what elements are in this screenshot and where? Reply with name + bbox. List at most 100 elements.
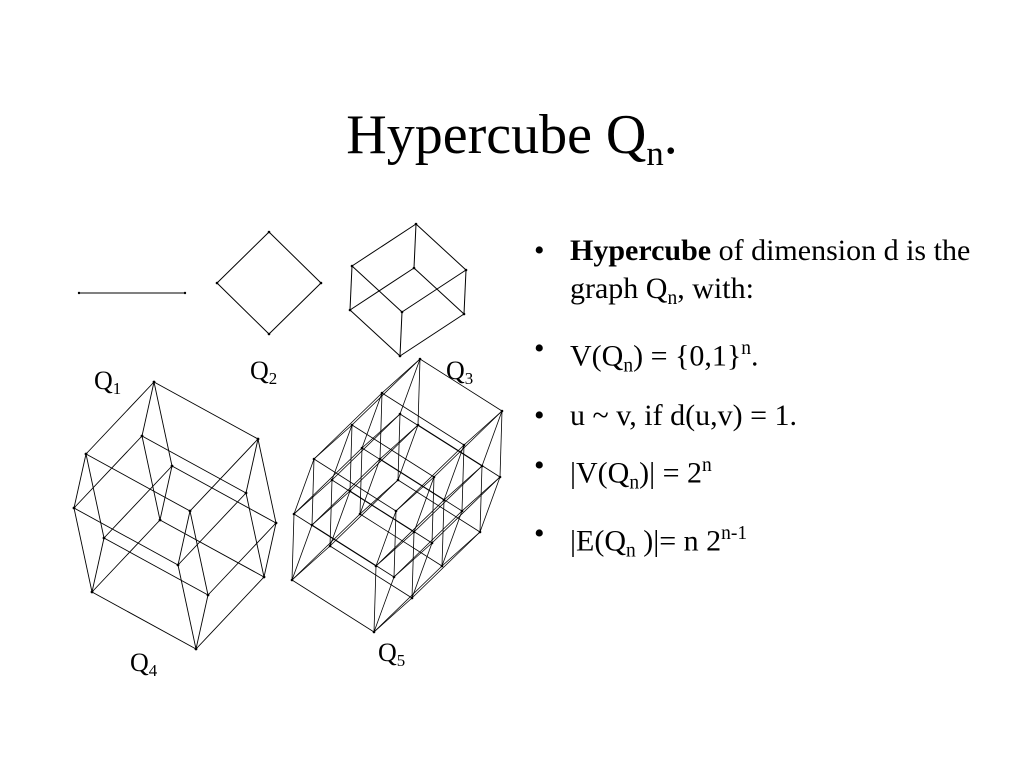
q3-edge xyxy=(401,269,467,313)
q5-edge xyxy=(351,358,421,426)
q5-edge xyxy=(397,424,419,481)
q3-vertex xyxy=(398,354,402,358)
q3-edge xyxy=(349,265,353,311)
q5-edge xyxy=(291,513,361,581)
q5-edge xyxy=(311,458,381,526)
label-q1-letter: Q xyxy=(94,366,113,395)
q5-vertex xyxy=(360,446,364,450)
q5-edge xyxy=(311,458,315,526)
bullet-edge-count-sup: n-1 xyxy=(721,522,748,544)
q3-edge xyxy=(351,265,403,313)
q5-edge xyxy=(329,479,399,547)
q4-vertex xyxy=(206,593,210,597)
q1-vertex xyxy=(77,291,81,295)
q3-edge xyxy=(349,267,415,311)
q5-vertex xyxy=(462,443,466,447)
q5-edge xyxy=(359,447,363,515)
graph-q1 xyxy=(77,291,187,295)
q2-edge xyxy=(268,231,322,284)
q4-vertex xyxy=(244,491,248,495)
q5-vertex xyxy=(460,509,464,513)
q5-edge xyxy=(399,358,421,415)
bullet-vertex-set-c: . xyxy=(751,339,759,373)
q5-edge xyxy=(349,424,419,492)
q5-edge xyxy=(461,444,465,512)
q5-vertex xyxy=(410,596,414,600)
q4-edge xyxy=(141,435,247,494)
label-q1: Q1 xyxy=(94,366,121,404)
q5-vertex xyxy=(372,630,376,634)
q5-edge xyxy=(499,410,503,478)
q5-edge xyxy=(413,476,435,533)
q5-vertex xyxy=(478,530,482,534)
q2-vertex xyxy=(267,230,271,234)
q5-edge xyxy=(311,524,395,578)
bullet-edge-count-a: |E(Q xyxy=(570,524,626,558)
q5-edge xyxy=(393,510,397,578)
q4-edge xyxy=(73,453,87,509)
q5-edge xyxy=(441,499,445,567)
q4-edge xyxy=(195,576,265,650)
q5-vertex xyxy=(498,475,502,479)
q3-edge xyxy=(399,311,403,357)
q5-edge xyxy=(441,510,463,567)
q4-edge xyxy=(153,381,259,440)
bullet-definition: Hypercube of dimension d is the graph Qn… xyxy=(532,232,972,318)
q4-vertex xyxy=(158,518,162,522)
q5-edge xyxy=(313,458,397,512)
q5-edge xyxy=(431,476,435,544)
q2-vertex xyxy=(267,332,271,336)
q4-edge xyxy=(85,381,155,455)
q2-vertex xyxy=(215,281,219,285)
q4-edge xyxy=(73,507,93,593)
q5-edge xyxy=(381,392,465,446)
graph-q4 xyxy=(72,380,278,651)
q4-edge xyxy=(189,510,209,596)
q4-edge xyxy=(257,438,277,524)
q4-edge xyxy=(177,510,191,566)
q5-edge xyxy=(291,579,375,633)
q5-vertex xyxy=(500,409,504,413)
bullet-edge-count-b: )|= n 2 xyxy=(635,524,722,558)
q2-edge xyxy=(216,231,270,284)
q4-edge xyxy=(85,453,105,539)
q4-edge xyxy=(245,438,259,494)
q5-edge xyxy=(417,424,501,478)
q4-edge xyxy=(177,492,247,566)
q4-edge xyxy=(171,465,277,524)
q4-edge xyxy=(141,381,155,437)
q4-edge xyxy=(245,492,265,578)
q5-edge xyxy=(373,565,377,633)
q4-edge xyxy=(91,519,161,593)
label-q3-index: 3 xyxy=(464,369,474,389)
q5-edge xyxy=(481,410,503,467)
q5-edge xyxy=(411,531,481,599)
bullet-vertex-count-b: )| = 2 xyxy=(639,457,702,491)
q3-edge xyxy=(415,223,467,271)
q5-vertex xyxy=(418,357,422,361)
q4-vertex xyxy=(170,464,174,468)
q4-edge xyxy=(73,435,143,509)
label-q2: Q2 xyxy=(250,356,277,394)
q5-edge xyxy=(379,458,463,512)
label-q2-index: 2 xyxy=(268,369,278,389)
q5-vertex xyxy=(380,391,384,395)
q5-vertex xyxy=(348,489,352,493)
q5-edge xyxy=(375,510,397,567)
q5-edge xyxy=(397,413,401,481)
q4-edge xyxy=(91,591,197,650)
label-q5-index: 5 xyxy=(396,651,406,671)
q4-edge xyxy=(263,522,277,578)
q3-edge xyxy=(413,267,465,315)
bullet-vertex-count-sup: n xyxy=(702,455,712,477)
bullet-adjacency-text: u ~ v, if d(u,v) = 1. xyxy=(570,399,798,433)
q4-vertex xyxy=(84,452,88,456)
label-q1-index: 1 xyxy=(112,379,122,399)
q4-edge xyxy=(195,594,209,650)
q1-vertex xyxy=(183,291,187,295)
q4-edge xyxy=(159,465,173,521)
q5-edge xyxy=(379,392,383,460)
q5-edge xyxy=(373,565,443,633)
q4-vertex xyxy=(90,590,94,594)
q5-vertex xyxy=(416,423,420,427)
